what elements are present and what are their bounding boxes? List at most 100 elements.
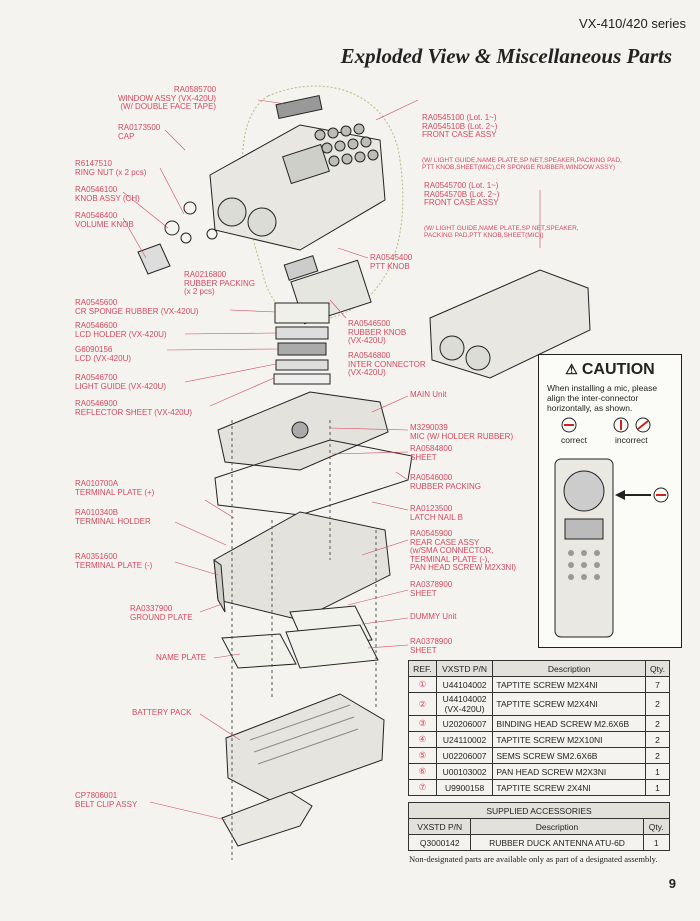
label-dummy-unit: DUMMY Unit: [410, 612, 457, 621]
cell-ref: ⑤: [408, 747, 437, 764]
cell-desc: TAPTITE SCREW M2X10NI: [492, 731, 646, 748]
cell-qty: 1: [644, 763, 671, 780]
accessories-title: SUPPLIED ACCESSORIES: [408, 802, 670, 819]
label-front-case-410: RA0545700 (Lot. 1~)RA054570B (Lot. 2~)FR…: [424, 181, 579, 239]
cell-desc: TAPTITE SCREW M2X4NI: [492, 676, 646, 693]
col-description: Description: [492, 660, 646, 677]
cell-ref: ⑥: [408, 763, 437, 780]
cell-desc: PAN HEAD SCREW M2X3NI: [492, 763, 646, 780]
cell-desc: TAPTITE SCREW M2X4NI: [492, 692, 646, 716]
caution-body: When installing a mic, please align the …: [547, 383, 658, 413]
series-label: VX-410/420 series: [579, 16, 686, 31]
cell-pn: U20206007: [435, 715, 494, 732]
cell-ref: ④: [408, 731, 437, 748]
cell-ref: ⑦: [408, 779, 437, 796]
label-name-plate: NAME PLATE: [156, 653, 207, 662]
acc-col-qty: Qty.: [642, 818, 671, 835]
page-number: 9: [668, 876, 676, 891]
cell-qty: 1: [644, 779, 671, 796]
col-pn: VXSTD P/N: [435, 660, 494, 677]
cell-pn: U00103002: [435, 763, 494, 780]
cell-qty: 2: [644, 731, 671, 748]
footnote: Non-designated parts are available only …: [409, 854, 658, 864]
cell-pn: U44104002 (VX-420U): [435, 692, 494, 716]
warning-triangle-icon: ⚠: [565, 361, 578, 377]
cell-pn: U24110002: [435, 731, 494, 748]
page-title: Exploded View & Miscellaneous Parts: [340, 44, 672, 68]
connector-orientation-icons: [561, 417, 651, 433]
cell-ref: ①: [408, 676, 437, 693]
keypad-top: [314, 123, 379, 167]
acc-col-pn: VXSTD P/N: [407, 818, 472, 835]
window-assy-part: [275, 94, 323, 120]
col-ref: REF.: [408, 660, 437, 677]
cell-ref: ②: [408, 692, 437, 716]
cell-qty: 2: [644, 715, 671, 732]
battery-pack-part: [225, 693, 385, 801]
col-qty: Qty.: [644, 660, 671, 677]
caution-title: ⚠CAUTION: [565, 361, 655, 378]
cell-desc: TAPTITE SCREW 2X4NI: [492, 779, 646, 796]
front-case-body: [209, 124, 386, 251]
belt-clip-part: [221, 791, 313, 847]
caution-box: ⚠CAUTION When installing a mic, please a…: [538, 354, 682, 648]
cell-desc: BINDING HEAD SCREW M2.6X6B: [492, 715, 646, 732]
caution-incorrect: incorrect: [615, 435, 648, 445]
cell-qty: 2: [644, 692, 671, 716]
cell-pn: U44104002: [435, 676, 494, 693]
volume-knob-part: [137, 243, 171, 275]
label-main-unit: MAIN Unit: [410, 390, 447, 399]
radio-rear-illustration: [554, 458, 669, 638]
acc-col-description: Description: [470, 818, 644, 835]
accessories-table: SUPPLIED ACCESSORIES VXSTD P/N Descripti…: [407, 802, 671, 851]
label-front-case-420: RA0545100 (Lot. 1~)RA054510B (Lot. 2~)FR…: [422, 113, 622, 171]
caution-correct: correct: [561, 435, 587, 445]
rear-case-part: [213, 511, 391, 621]
cell-desc: SEMS SCREW SM2.6X6B: [492, 747, 646, 764]
speaker-left: [217, 197, 247, 227]
speaker-right: [247, 207, 277, 237]
cell-qty: 7: [644, 676, 671, 693]
lcd-window: [282, 143, 330, 185]
cell-qty: 2: [644, 747, 671, 764]
table-row: Q3000142 RUBBER DUCK ANTENNA ATU-6D 1: [407, 834, 671, 851]
cell-ref: ③: [408, 715, 437, 732]
cell-pn: U9900158: [435, 779, 494, 796]
label-battery-pack: BATTERY PACK: [132, 708, 192, 717]
